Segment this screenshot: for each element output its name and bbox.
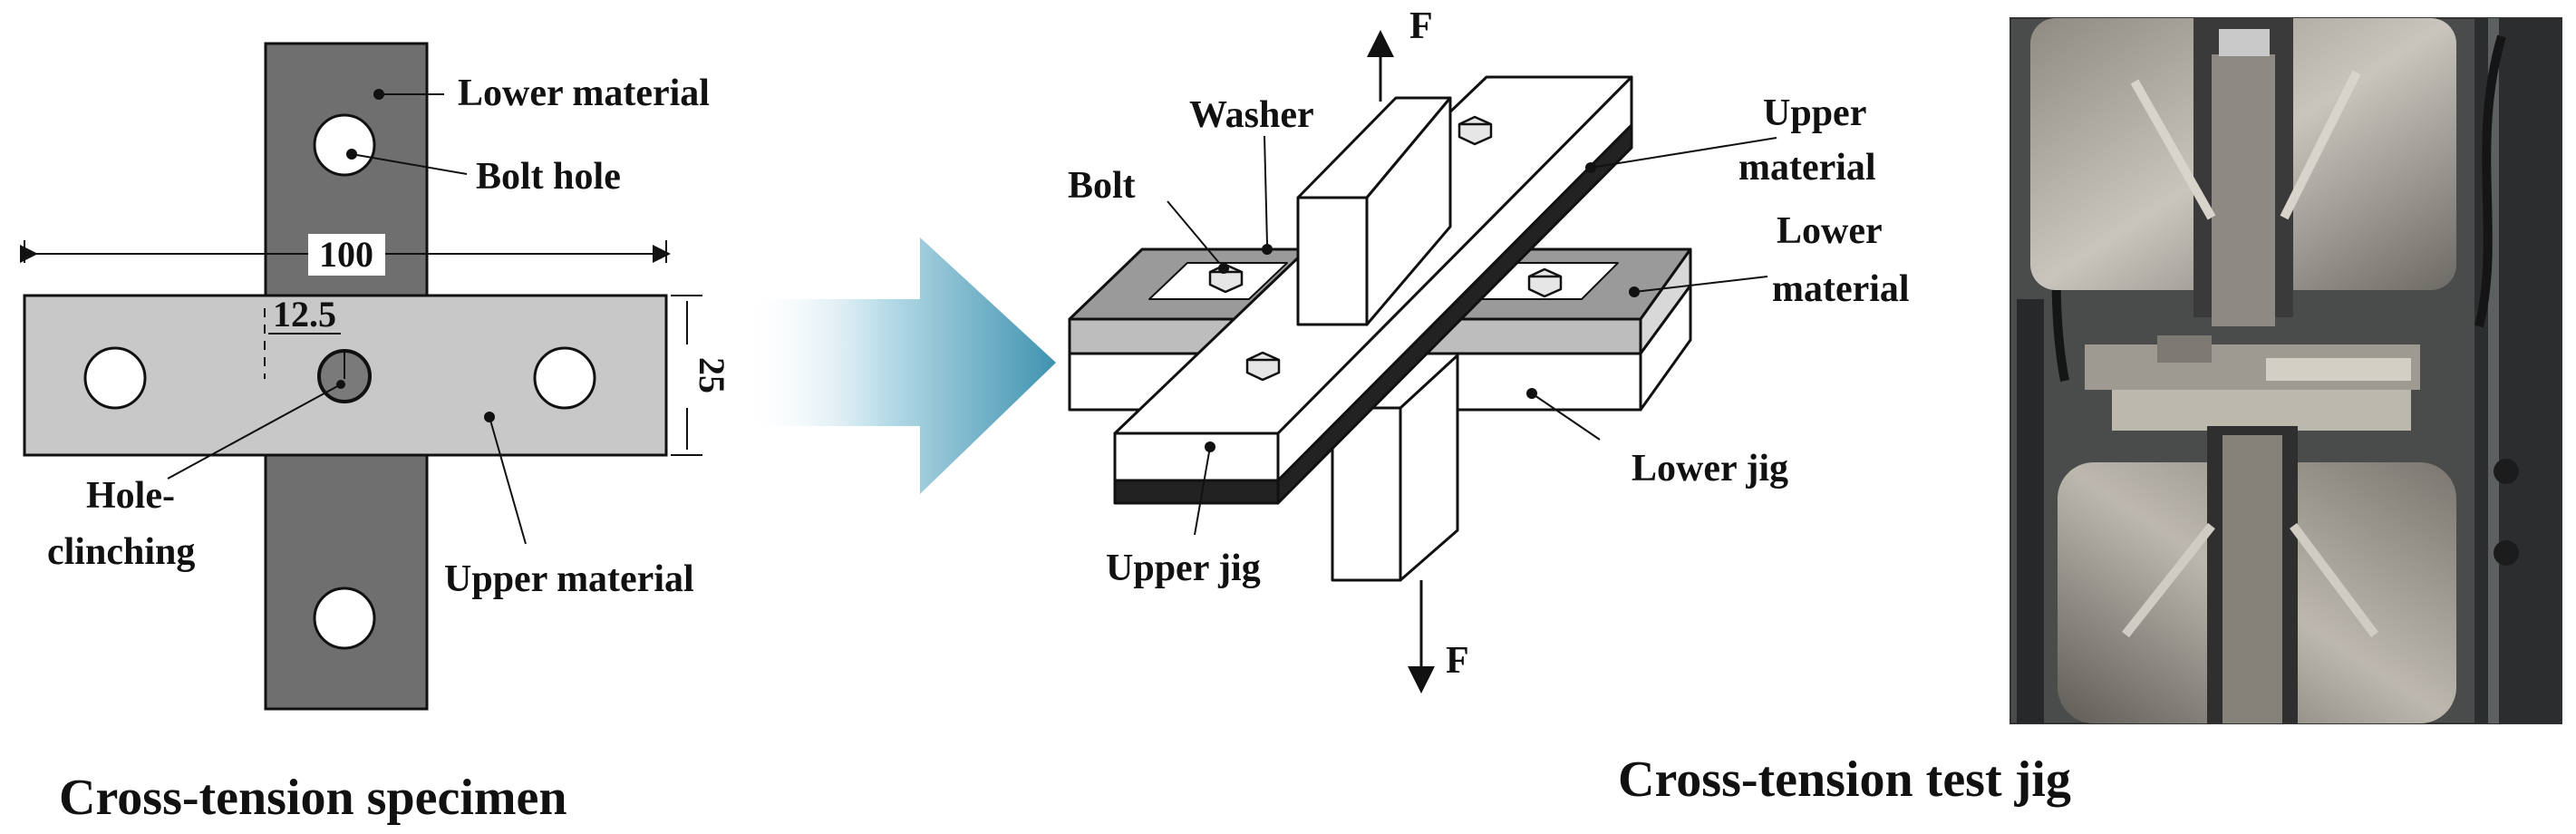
label-hole-clinching-line2: clinching bbox=[47, 531, 195, 573]
label-bolt-hole: Bolt hole bbox=[476, 156, 621, 198]
caption-jig: Cross-tension test jig bbox=[1618, 752, 2071, 808]
label-upper-material-line1: Upper bbox=[1763, 92, 1866, 134]
bolt-icon bbox=[1457, 115, 1493, 146]
label-upper-material: Upper material bbox=[444, 558, 694, 600]
upper-material-stripe bbox=[1113, 479, 1280, 505]
label-bolt: Bolt bbox=[1068, 165, 1136, 207]
bolt-hole-top bbox=[313, 113, 376, 177]
bolt-hole-right bbox=[533, 346, 596, 410]
test-jig-photo bbox=[2009, 17, 2562, 724]
caption-specimen: Cross-tension specimen bbox=[59, 770, 567, 826]
label-lower-material: Lower material bbox=[458, 73, 710, 114]
upper-jig-tab bbox=[1296, 196, 1369, 326]
label-lower-jig: Lower jig bbox=[1632, 448, 1788, 490]
label-force-bottom: F bbox=[1446, 640, 1469, 682]
specimen-diagram: 100 12.5 25 Lower material Bolt hole Hol… bbox=[20, 42, 732, 826]
label-force-top: F bbox=[1409, 5, 1433, 47]
bolt-hole-bottom bbox=[313, 587, 376, 650]
label-upper-material-line2: material bbox=[1738, 147, 1876, 189]
bolt-icon bbox=[1245, 351, 1281, 382]
upper-jig-front-face bbox=[1113, 432, 1280, 482]
jig-diagram bbox=[1068, 75, 1692, 582]
dimension-offset: 12.5 bbox=[273, 294, 336, 335]
dimension-width: 100 bbox=[319, 234, 373, 275]
label-hole-clinching-line1: Hole- bbox=[86, 475, 175, 517]
label-lower-material-line2: material bbox=[1772, 268, 1910, 310]
label-washer: Washer bbox=[1189, 94, 1314, 136]
transition-arrow bbox=[743, 238, 1056, 494]
label-lower-material-line1: Lower bbox=[1777, 210, 1883, 252]
bolt-icon bbox=[1527, 267, 1563, 298]
dimension-height: 25 bbox=[692, 357, 732, 393]
label-upper-jig: Upper jig bbox=[1106, 548, 1261, 589]
bolt-hole-left bbox=[83, 346, 147, 410]
jig-annotations: F F Washer Bolt Upper material Lower mat… bbox=[1068, 5, 2071, 808]
